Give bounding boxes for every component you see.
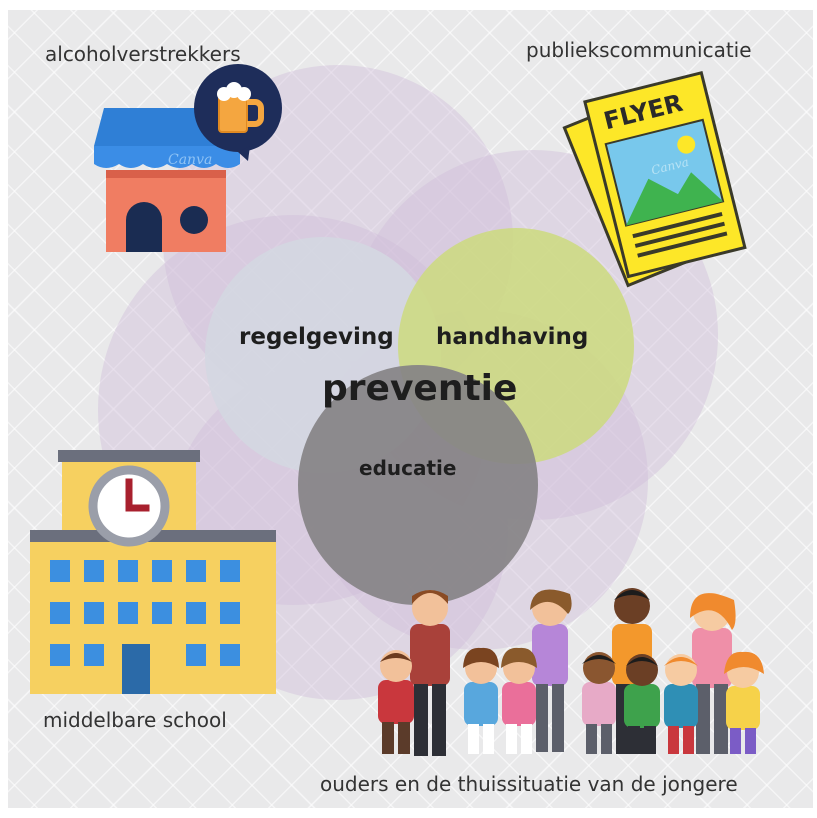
- regulation-label: regelgeving: [239, 324, 394, 350]
- people-group-icon: [378, 588, 764, 756]
- education-circle: [298, 365, 538, 605]
- enforcement-label: handhaving: [436, 324, 589, 350]
- diagram-canvas: regelgeving handhaving preventie educati…: [8, 10, 813, 808]
- flyer-icon: FLYER Canva: [562, 71, 747, 288]
- clock-icon: [88, 465, 170, 547]
- high-school-label: middelbare school: [43, 708, 227, 732]
- svg-text:Canva: Canva: [168, 152, 212, 168]
- shop-icon: Canva: [94, 108, 240, 252]
- education-label: educatie: [359, 456, 457, 480]
- school-icon: [30, 450, 276, 694]
- parents-label: ouders en de thuissituatie van de jonger…: [320, 772, 738, 796]
- prevention-label: preventie: [322, 368, 518, 409]
- alcohol-sellers-label: alcoholverstrekkers: [45, 42, 241, 66]
- beer-icon: [194, 64, 282, 161]
- public-communication-label: publiekscommunicatie: [526, 38, 752, 62]
